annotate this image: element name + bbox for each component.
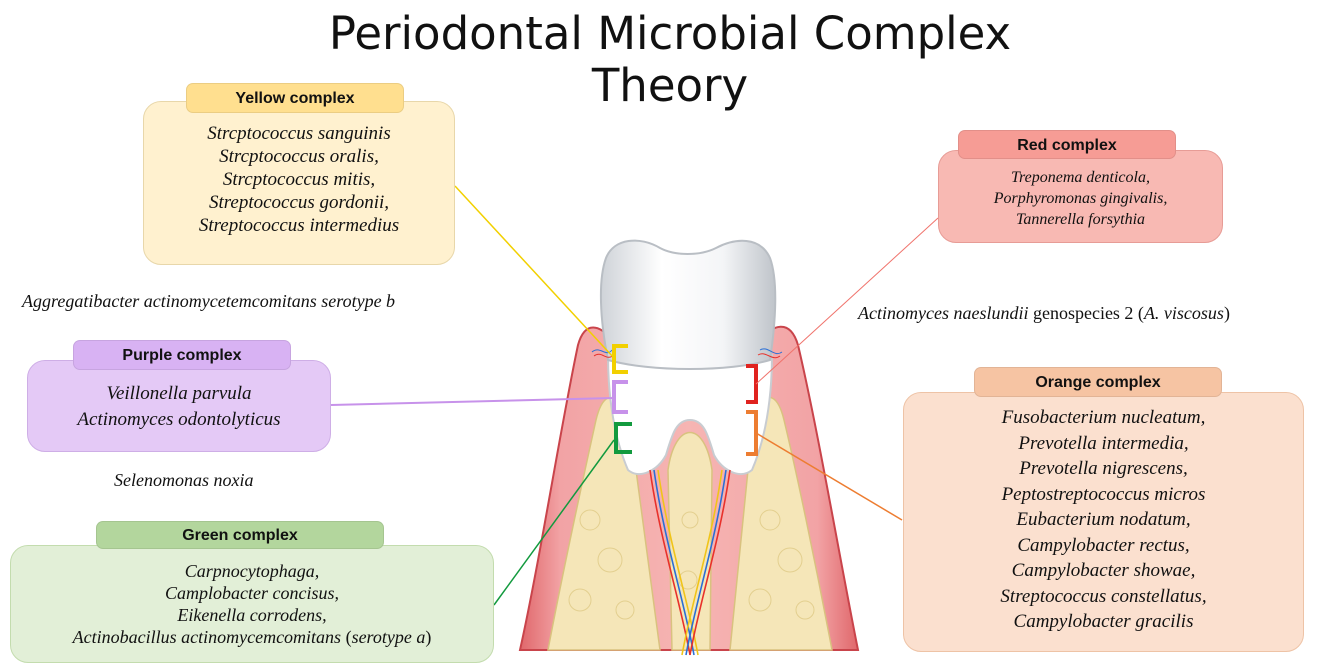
green-complex-box: Carpnocytophaga, Camplobacter concisus, … — [10, 545, 494, 663]
orange-complex-box: Fusobacterium nucleatum, Prevotella inte… — [903, 392, 1304, 652]
aggregatibacter-label: Aggregatibacter actinomycetemcomitans se… — [22, 291, 395, 312]
yellow-complex-label: Yellow complex — [186, 83, 404, 113]
purple-complex-box: Veillonella parvula Actinomyces odontoly… — [27, 360, 331, 452]
tooth-crown — [601, 241, 775, 369]
species-item: Camplobacter concisus, — [11, 582, 493, 604]
species-item: Carpnocytophaga, — [11, 560, 493, 582]
species-item: Actinomyces odontolyticus — [28, 407, 330, 433]
species-item: Streptococcus constellatus, — [904, 584, 1303, 610]
orange-complex-label: Orange complex — [974, 367, 1222, 397]
species-item: Strcptococcus oralis, — [144, 145, 454, 168]
species-item: Eubacterium nodatum, — [904, 507, 1303, 533]
species-item: Streptococcus gordonii, — [144, 191, 454, 214]
page-title: Periodontal Microbial Complex Theory — [300, 8, 1040, 112]
species-item: Campylobacter showae, — [904, 558, 1303, 584]
actinomyces-naeslundii-label: Actinomyces naeslundii genospecies 2 (A.… — [858, 303, 1230, 324]
species-item: Campylobacter rectus, — [904, 533, 1303, 559]
yellow-connector — [455, 186, 614, 358]
species-item: Streptococcus intermedius — [144, 214, 454, 237]
species-item: Porphyromonas gingivalis, — [939, 188, 1222, 209]
species-item: Treponema denticola, — [939, 167, 1222, 188]
species-item: Prevotella nigrescens, — [904, 456, 1303, 482]
species-item: Prevotella intermedia, — [904, 431, 1303, 457]
red-connector — [756, 218, 938, 384]
species-item: Fusobacterium nucleatum, — [904, 405, 1303, 431]
species-item: Peptostreptococcus micros — [904, 482, 1303, 508]
red-complex-box: Treponema denticola, Porphyromonas gingi… — [938, 150, 1223, 243]
title-line-1: Periodontal Microbial Complex — [300, 8, 1040, 60]
species-item-actinobacillus: Actinobacillus actinomycemcomitans (sero… — [11, 626, 493, 648]
species-item: Strcptococcus sanguinis — [144, 122, 454, 145]
species-item: Strcptococcus mitis, — [144, 168, 454, 191]
species-item: Campylobacter gracilis — [904, 609, 1303, 635]
purple-complex-label: Purple complex — [73, 340, 291, 370]
species-item: Veillonella parvula — [28, 381, 330, 407]
selenomonas-label: Selenomonas noxia — [114, 470, 253, 491]
species-item: Tannerella forsythia — [939, 209, 1222, 230]
red-complex-label: Red complex — [958, 130, 1176, 159]
yellow-complex-box: Strcptococcus sanguinis Strcptococcus or… — [143, 101, 455, 265]
species-item: Eikenella corrodens, — [11, 604, 493, 626]
green-complex-label: Green complex — [96, 521, 384, 549]
